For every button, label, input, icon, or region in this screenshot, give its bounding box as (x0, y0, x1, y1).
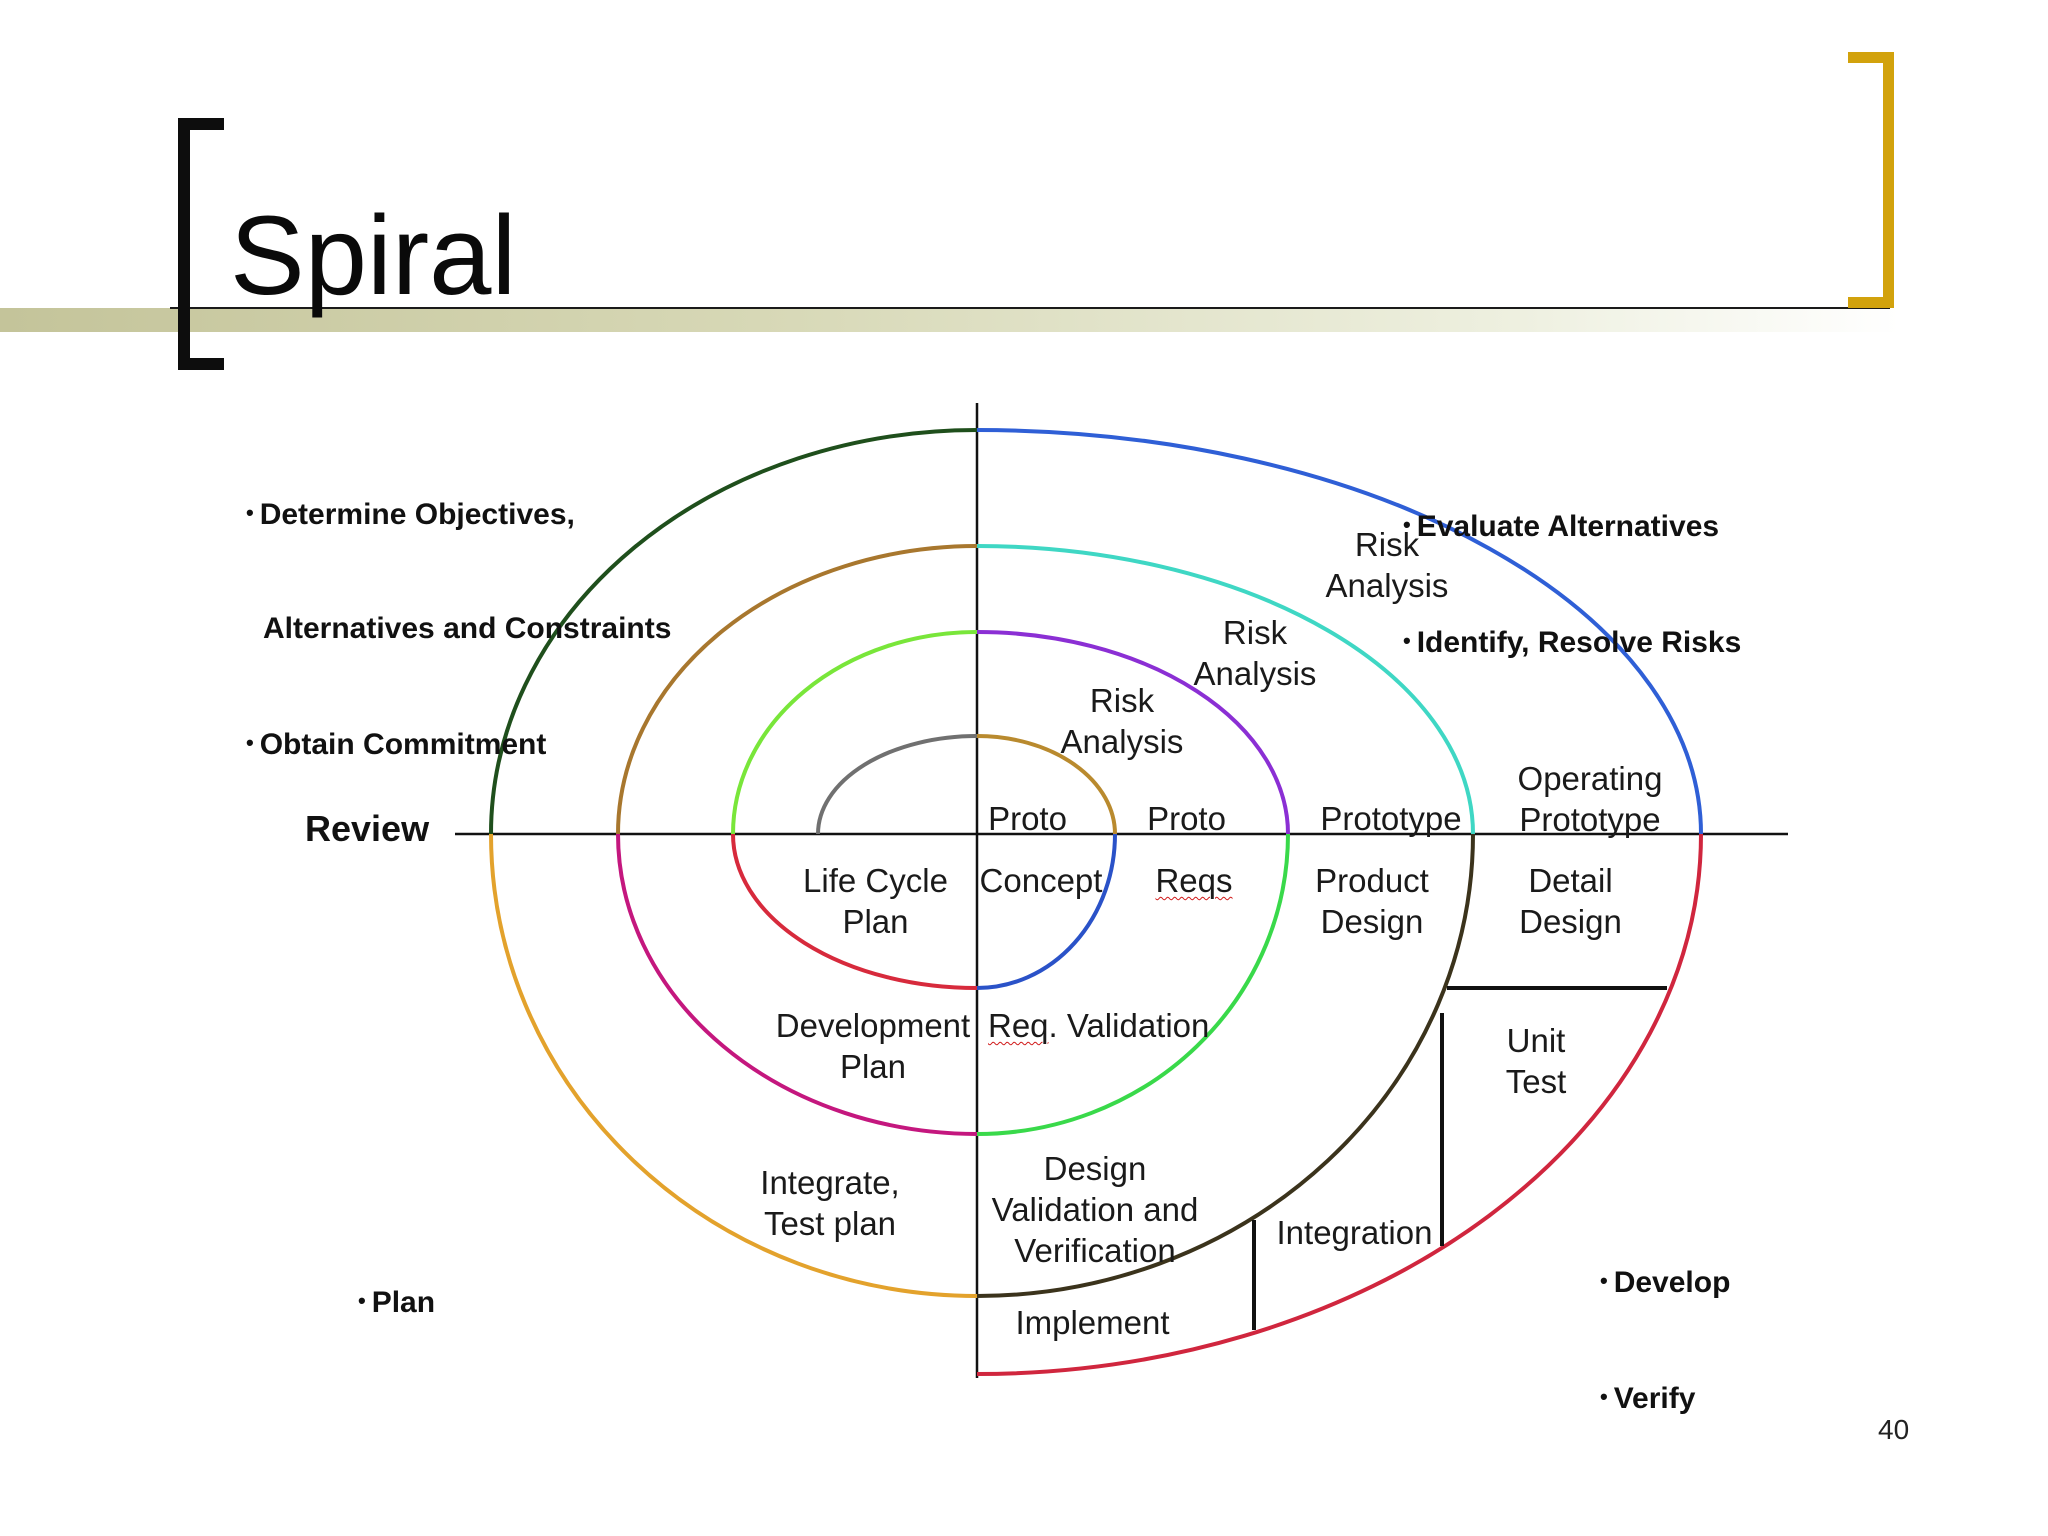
label-implement: Implement (1015, 1304, 1170, 1341)
spiral-arc-third-top-left (731, 630, 978, 835)
slide-title: Spiral (230, 193, 517, 318)
spiral-arc-third-bottom-left (731, 833, 978, 990)
note-top-right: •Evaluate Alternatives •Identify, Resolv… (1403, 510, 1742, 659)
label-req-validation-prefix: Req (988, 1007, 1049, 1044)
spiral-arc-outer-top-right (976, 428, 1703, 835)
spiral-arc-inner-top-left (816, 734, 978, 835)
spiral-arc-outer-bottom-left (489, 833, 978, 1298)
label-concept: Concept (979, 862, 1103, 899)
note-top-left: •Determine Objectives, Alternatives and … (246, 498, 672, 761)
label-req-validation-rest: . Validation (1048, 1007, 1210, 1044)
label-risk-analysis-outer: Risk Analysis (1325, 526, 1449, 604)
page-number: 40 (1878, 1414, 1910, 1445)
label-risk-analysis-inner: Risk Analysis (1060, 682, 1184, 760)
spiral-arc-second-top-left (616, 544, 978, 835)
label-proto-1: Proto (988, 800, 1067, 837)
spiral-arc-inner-bottom-right (976, 833, 1117, 990)
note-determine-objectives: Determine Objectives, (259, 498, 575, 531)
label-life-cycle-plan: Life Cycle Plan (803, 862, 948, 940)
label-risk-analysis-middle: Risk Analysis (1193, 614, 1317, 692)
label-unit-test: Unit Test (1505, 1022, 1567, 1100)
label-product-design: Product Design (1315, 862, 1429, 940)
spiral-arc-third-top-right (976, 630, 1290, 835)
spiral-arc-outer-top-left (489, 428, 978, 835)
spiral-arc-second-bottom-left (616, 833, 978, 1136)
title-underline-band (0, 308, 1900, 332)
label-operating-prototype: Operating Prototype (1517, 760, 1663, 838)
note-alternatives-constraints: Alternatives and Constraints (263, 612, 672, 645)
spiral-arc-second-bottom-right (976, 833, 1475, 1298)
spiral-arc-third-bottom-right (976, 833, 1290, 1136)
note-verify: Verify (1613, 1382, 1696, 1415)
spiral-arc-outer-bottom-right (976, 833, 1703, 1376)
right-bracket-decoration (1848, 52, 1894, 308)
note-identify-risks: Identify, Resolve Risks (1416, 626, 1742, 659)
left-bracket-decoration (178, 118, 224, 370)
label-req-validation: Req. Validation (988, 1005, 1228, 1046)
note-plan: Plan (371, 1286, 436, 1319)
note-obtain-commitment: Obtain Commitment (259, 728, 547, 761)
title-rule (170, 307, 1890, 309)
label-integrate-test-plan: Integrate, Test plan (760, 1164, 900, 1242)
label-integration: Integration (1276, 1214, 1433, 1251)
label-design-validation: Design Validation and Verification (991, 1150, 1199, 1269)
note-develop: Develop (1613, 1266, 1731, 1299)
note-bottom-right: •Develop •Verify (1600, 1266, 1731, 1415)
review-label: Review (305, 808, 430, 849)
label-detail-design: Detail Design (1519, 862, 1622, 940)
note-evaluate-alternatives: Evaluate Alternatives (1416, 510, 1720, 543)
spiral-arc-inner-top-right (976, 734, 1117, 835)
label-reqs: Reqs (1155, 862, 1233, 899)
note-bottom-left: •Plan (358, 1286, 436, 1319)
label-prototype: Prototype (1320, 800, 1462, 837)
label-development-plan: Development Plan (775, 1007, 971, 1085)
label-proto-2: Proto (1147, 800, 1226, 837)
spiral-arc-second-top-right (976, 544, 1475, 835)
